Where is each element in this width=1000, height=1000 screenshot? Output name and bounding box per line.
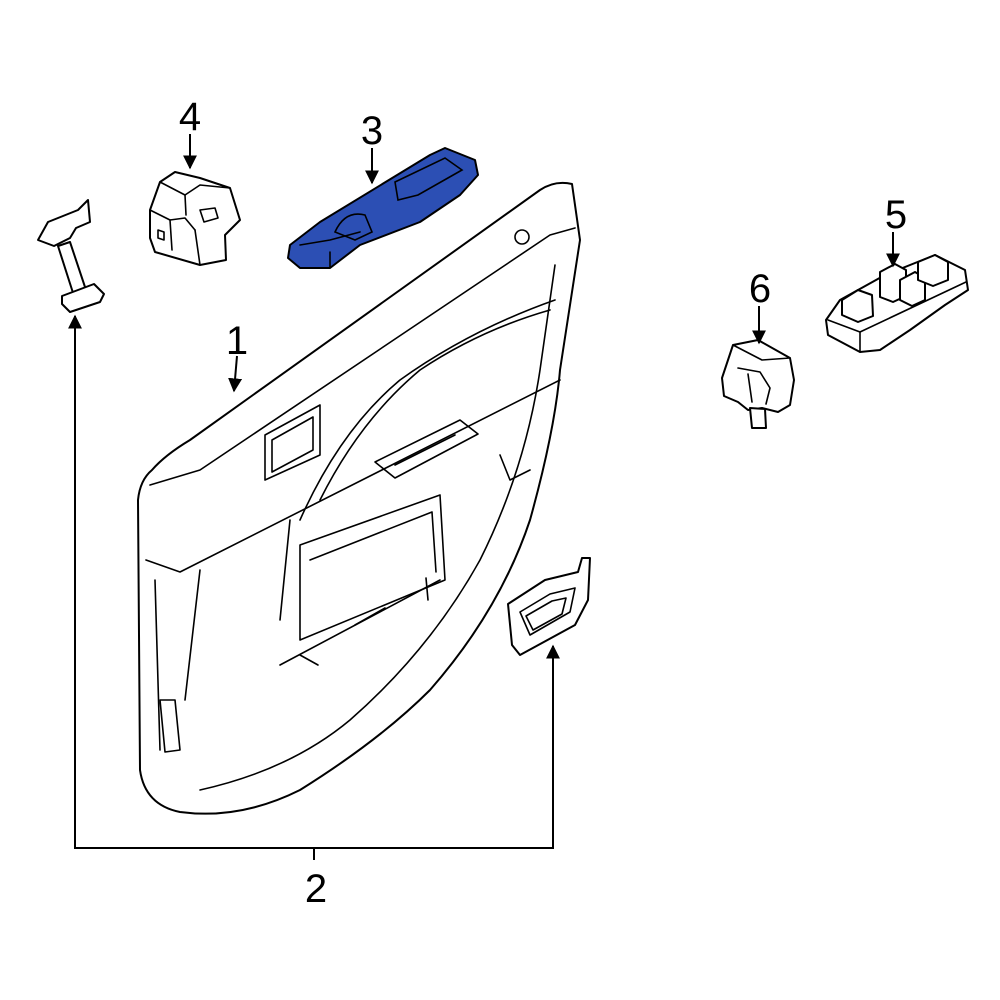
window-switch[interactable] [149, 171, 241, 266]
leader-lines [68, 134, 900, 860]
single-switch[interactable] [721, 339, 795, 429]
callout-1: 1 [226, 319, 248, 363]
callout-2: 2 [305, 867, 327, 911]
leader-2-right [314, 644, 560, 849]
clip-bracket-left[interactable] [37, 199, 105, 313]
callout-5: 5 [885, 193, 907, 237]
callout-6: 6 [749, 267, 771, 311]
inside-handle-bezel[interactable] [507, 557, 591, 656]
callout-4: 4 [179, 95, 201, 139]
switch-bezel-highlighted[interactable] [287, 147, 479, 269]
master-switch[interactable] [825, 254, 969, 353]
leader-1 [228, 355, 243, 393]
leader-2-left [68, 314, 315, 860]
callout-labels: 1 2 3 4 5 6 [179, 95, 907, 911]
door-trim-panel[interactable] [137, 181, 581, 815]
callout-3: 3 [361, 109, 383, 153]
